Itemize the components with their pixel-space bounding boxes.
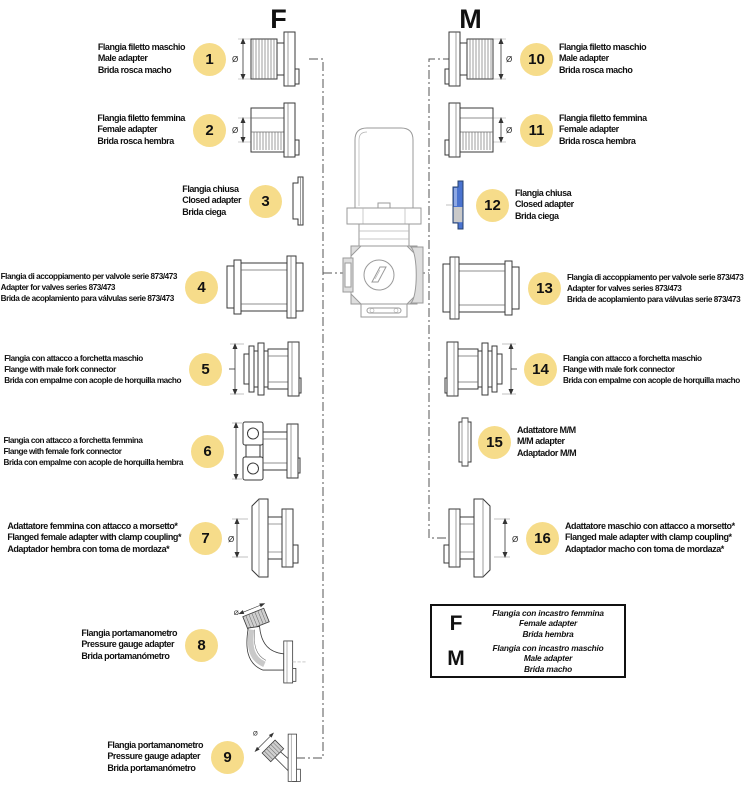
pressure-gauge-angled-drawing: Ø <box>253 731 301 782</box>
legend-f-key: F <box>449 611 463 635</box>
item-13-badge: 13 <box>528 271 561 305</box>
item-14-badge: 14 <box>524 352 557 386</box>
item-3-badge: 3 <box>249 184 282 218</box>
svg-text:Ø: Ø <box>228 535 234 544</box>
svg-text:Ø: Ø <box>253 731 258 738</box>
item-row-16: Ø 16 Adattatore maschio con attacco a mo… <box>438 498 751 578</box>
item-8-badge: 8 <box>185 628 218 662</box>
female-fork-flange-drawing <box>232 421 301 481</box>
female-threaded-adapter-drawing: Ø <box>232 102 300 158</box>
item-15-badge: 15 <box>478 425 511 459</box>
item-11-badge: 11 <box>520 113 553 147</box>
item-row-14: 14 Flangia con attacco a forchetta masch… <box>438 338 751 400</box>
column-f-header: F <box>270 4 287 34</box>
item-label: Flangia di accoppiamento per valvole ser… <box>0 271 178 303</box>
item-label: Adattatore maschio con attacco a morsett… <box>565 520 735 554</box>
item-12-badge: 12 <box>476 188 509 222</box>
item-row-4: Flangia di accoppiamento per valvole ser… <box>0 252 308 322</box>
item-label: Adattatore femmina con attacco a morsett… <box>7 520 181 554</box>
item-2-badge: 2 <box>193 113 226 147</box>
pressure-gauge-elbow-drawing: Ø <box>234 603 308 684</box>
mm-adapter-drawing <box>458 417 472 467</box>
item-label: Flangia di accoppiamento per valvole ser… <box>567 272 744 304</box>
item-7-badge: 7 <box>189 521 222 555</box>
pressure-regulator-valve-drawing <box>342 127 424 318</box>
item-5-badge: 5 <box>189 352 222 386</box>
svg-text:Ø: Ø <box>506 126 512 135</box>
item-1-badge: 1 <box>193 42 226 76</box>
closed-adapter-blue-drawing <box>446 180 464 230</box>
item-10-badge: 10 <box>520 42 553 76</box>
male-threaded-adapter-drawing: Ø <box>444 31 512 87</box>
svg-text:Ø: Ø <box>232 126 238 135</box>
svg-text:Ø: Ø <box>234 610 239 617</box>
item-6-badge: 6 <box>191 434 224 468</box>
male-fork-flange-drawing <box>444 341 517 397</box>
closed-adapter-drawing <box>292 176 304 226</box>
female-clamp-adapter-drawing: Ø <box>228 498 299 578</box>
legend-m-key: M <box>447 646 465 670</box>
item-16-badge: 16 <box>526 521 559 555</box>
item-9-badge: 9 <box>211 740 244 774</box>
female-threaded-adapter-drawing: Ø <box>444 102 512 158</box>
male-threaded-adapter-drawing: Ø <box>232 31 300 87</box>
svg-text:Ø: Ø <box>232 55 238 64</box>
column-m-header: M <box>459 4 482 34</box>
item-row-7: Adattatore femmina con attacco a morsett… <box>0 498 308 578</box>
male-fork-flange-drawing <box>229 341 302 397</box>
item-4-badge: 4 <box>185 270 218 304</box>
male-clamp-adapter-drawing: Ø <box>443 498 518 578</box>
valve-coupling-adapter-drawing <box>226 255 304 319</box>
svg-text:Ø: Ø <box>512 535 518 544</box>
item-row-13: 13 Flangia di accoppiamento per valvole … <box>438 253 751 323</box>
svg-text:Ø: Ø <box>506 55 512 64</box>
valve-coupling-adapter-drawing <box>442 256 520 320</box>
